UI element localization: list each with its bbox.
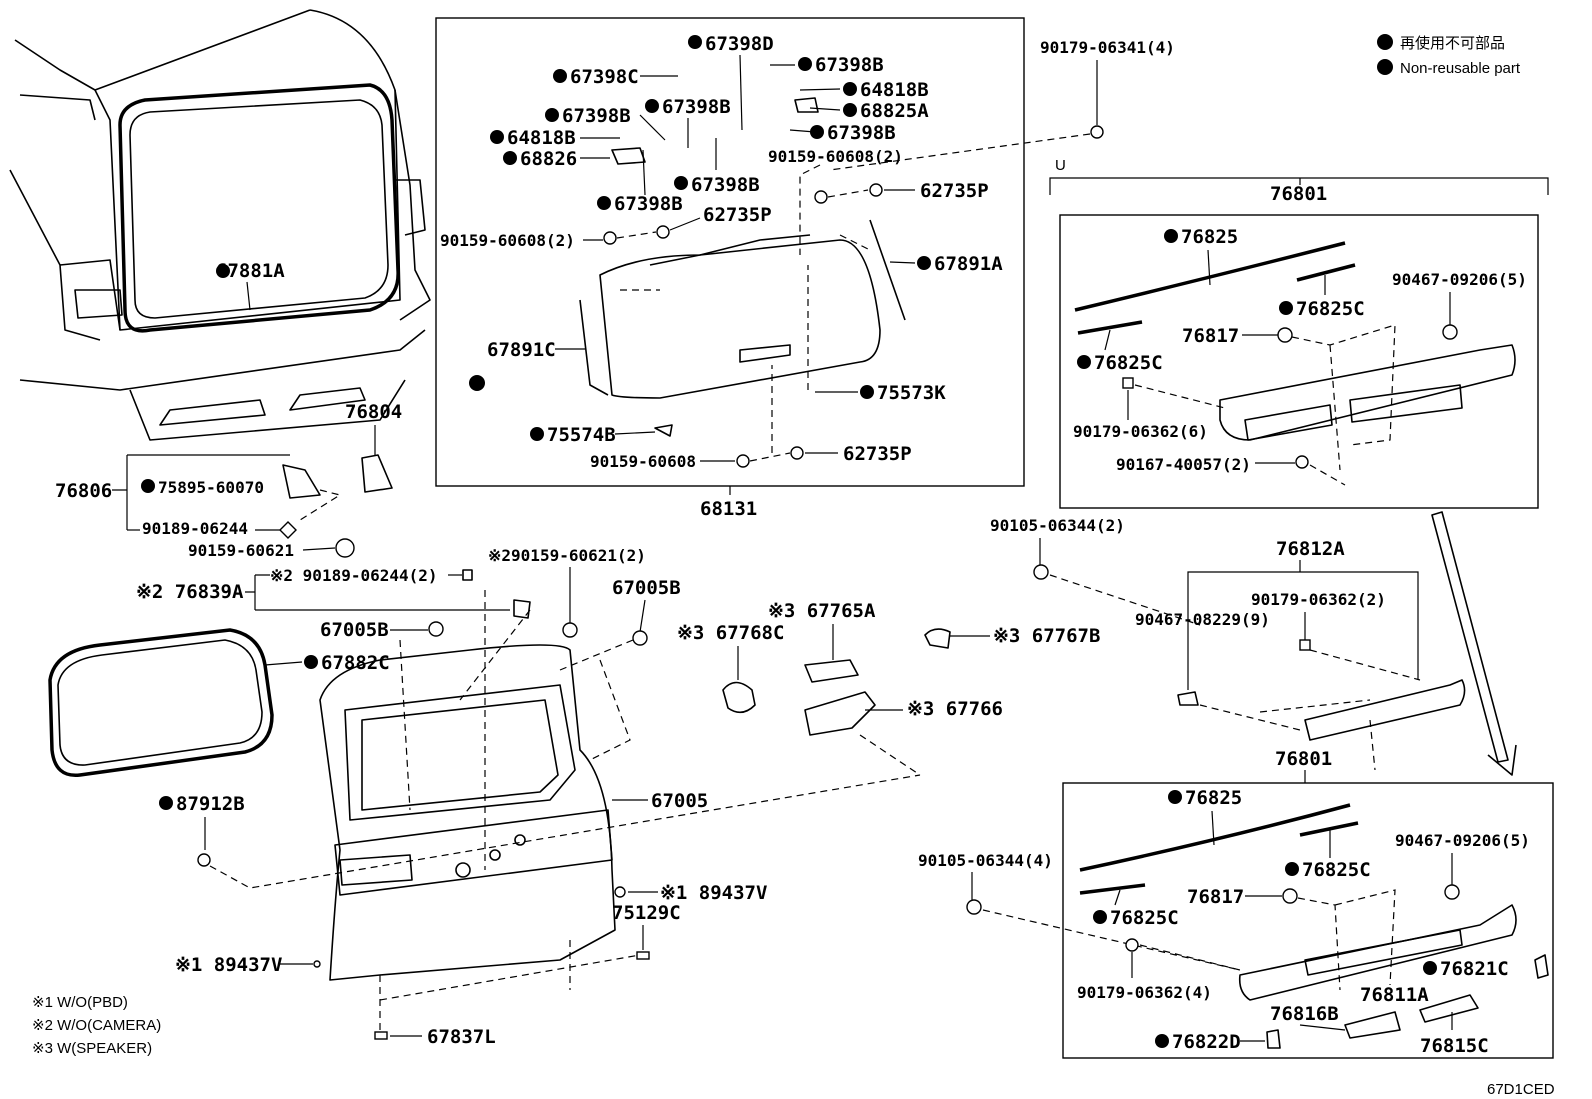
- label-90179-06362-2: 90179-06362(2): [1251, 590, 1386, 609]
- label-67005B-2: 67005B: [320, 619, 389, 641]
- image-code: 67D1CED: [1487, 1081, 1555, 1098]
- label-67398C: 67398C: [570, 66, 639, 88]
- label-76815C: 76815C: [1420, 1035, 1489, 1057]
- label-76817-2: 76817: [1187, 886, 1244, 908]
- label-62735P-3: 62735P: [843, 443, 912, 465]
- label-90159-60621-2: ※290159-60621(2): [488, 546, 646, 565]
- label-76825-2: 76825: [1185, 787, 1242, 809]
- label-90159-60608-2a: 90159-60608(2): [768, 147, 903, 166]
- label-90159-60608: 90159-60608: [590, 452, 696, 471]
- label-67891C: 67891C: [487, 339, 556, 361]
- label-64818B-2: 64818B: [507, 127, 576, 149]
- label-76825C-1: 76825C: [1296, 298, 1365, 320]
- label-90179-06362-4: 90179-06362(4): [1077, 983, 1212, 1002]
- label-76821C: 76821C: [1440, 958, 1509, 980]
- label-67766: ※3 67766: [907, 698, 1003, 720]
- label-76804: 76804: [345, 401, 402, 423]
- box-76812A-label: 76812A: [1276, 538, 1345, 560]
- label-67005: 67005: [651, 790, 708, 812]
- label-90105-06344-4: 90105-06344(4): [918, 851, 1053, 870]
- label-76822D: 76822D: [1172, 1031, 1241, 1053]
- label-90159-60621: 90159-60621: [188, 541, 294, 560]
- label-76839A: ※2 76839A: [136, 581, 244, 603]
- label-62735P-2: 62735P: [703, 204, 772, 226]
- vehicle-rear-illustration: [9, 9, 431, 441]
- label-87912B: 87912B: [176, 793, 245, 815]
- label-75129C: 75129C: [612, 902, 681, 924]
- label-67891A: 67891A: [934, 253, 1003, 275]
- box-68131-label: 68131: [700, 498, 757, 520]
- label-90105-06344-2: 90105-06344(2): [990, 516, 1125, 535]
- label-76825-1: 76825: [1181, 226, 1238, 248]
- label-67398D: 67398D: [705, 33, 774, 55]
- label-76811A: 76811A: [1360, 984, 1429, 1006]
- label-76816B: 76816B: [1270, 1003, 1339, 1025]
- legend-jp: 再使用不可部品: [1400, 35, 1505, 52]
- label-75895-60070: 75895-60070: [158, 478, 264, 497]
- legend: 再使用不可部品 Non-reusable part: [1377, 34, 1521, 77]
- label-67765A: ※3 67765A: [768, 600, 876, 622]
- box-76801-bottom: [1062, 782, 1554, 1059]
- label-90189-06244: 90189-06244: [142, 519, 248, 538]
- label-68825A: 68825A: [860, 100, 929, 122]
- note-2: ※2 W/O(CAMERA): [32, 1017, 161, 1034]
- note-1: ※1 W/O(PBD): [32, 994, 128, 1011]
- box-u-label: U: [1055, 157, 1066, 174]
- label-90179-06341: 90179-06341(4): [1040, 38, 1175, 57]
- liftgate-illustration: [319, 590, 616, 981]
- box-68131: 68131: [435, 17, 1025, 520]
- label-68826: 68826: [520, 148, 577, 170]
- label-67398B-5: 67398B: [691, 174, 760, 196]
- label-76825C-2: 76825C: [1094, 352, 1163, 374]
- label-90167-40057: 90167-40057(2): [1116, 455, 1251, 474]
- label-76817-1: 76817: [1182, 325, 1239, 347]
- label-90189-06244-2: ※2 90189-06244(2): [270, 566, 438, 585]
- label-90179-06362-6: 90179-06362(6): [1073, 422, 1208, 441]
- label-75574B: 75574B: [547, 424, 616, 446]
- label-89437V-2: ※1 89437V: [175, 954, 282, 976]
- box-76801-top: [1059, 214, 1539, 509]
- label-76825C-4: 76825C: [1110, 907, 1179, 929]
- label-76825C-3: 76825C: [1302, 859, 1371, 881]
- note-3: ※3 W(SPEAKER): [32, 1040, 152, 1057]
- label-89437V-1: ※1 89437V: [660, 882, 767, 904]
- label-67398B-4: 67398B: [827, 122, 896, 144]
- label-67398B-3: 67398B: [662, 96, 731, 118]
- label-67837L: 67837L: [427, 1026, 496, 1048]
- label-75573K: 75573K: [877, 382, 946, 404]
- label-90467-09206-1: 90467-09206(5): [1392, 270, 1527, 289]
- label-67005B-1: 67005B: [612, 577, 681, 599]
- label-67767B: ※3 67767B: [993, 625, 1100, 647]
- label-76806: 76806: [55, 480, 112, 502]
- legend-en: Non-reusable part: [1400, 60, 1521, 77]
- label-67398B-2: 67398B: [562, 105, 631, 127]
- label-64818B-1: 64818B: [860, 79, 929, 101]
- label-90467-09206-2: 90467-09206(5): [1395, 831, 1530, 850]
- label-62735P-1: 62735P: [920, 180, 989, 202]
- label-67881A: 67881A: [216, 260, 285, 282]
- label-90159-60608-2b: 90159-60608(2): [440, 231, 575, 250]
- label-67882C: 67882C: [321, 652, 390, 674]
- box-76801-bottom-label: 76801: [1275, 748, 1332, 770]
- label-67398B-1: 67398B: [815, 54, 884, 76]
- label-67398B-6: 67398B: [614, 193, 683, 215]
- box-76801-top-label: 76801: [1270, 183, 1327, 205]
- label-90467-08229: 90467-08229(9): [1135, 610, 1270, 629]
- label-67768C: ※3 67768C: [677, 622, 784, 644]
